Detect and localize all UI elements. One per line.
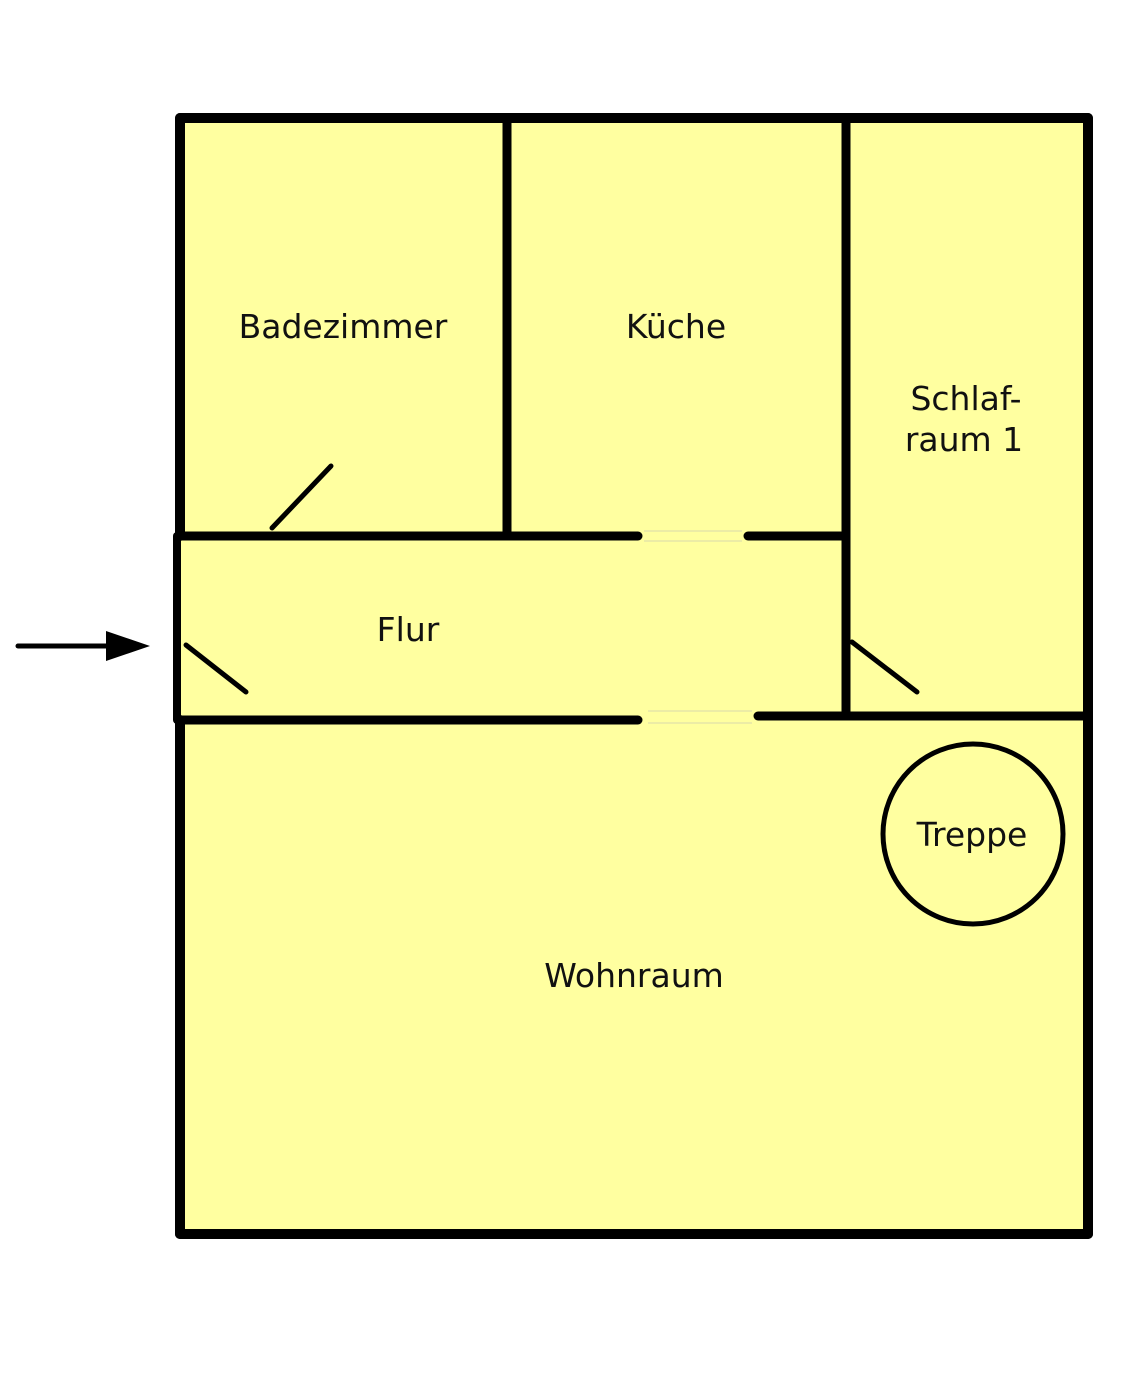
entrance-door: [183, 642, 249, 695]
hallway-label: Flur: [377, 610, 440, 649]
bathroom-door: [269, 463, 334, 531]
interior-walls: [175, 113, 1093, 725]
bedroom-label-line2: raum 1: [905, 420, 1023, 459]
entrance-arrow-icon: [15, 631, 150, 661]
outer-walls: [175, 113, 1093, 1239]
passage-sills: [644, 530, 752, 724]
stairs-label: Treppe: [916, 815, 1028, 854]
living-room-label: Wohnraum: [544, 956, 724, 995]
bathroom-label: Badezimmer: [239, 307, 448, 346]
doors: [183, 463, 920, 695]
stairs-circle: [880, 741, 1066, 927]
bedroom-door: [849, 639, 920, 695]
bedroom-label-line1: Schlaf-: [910, 379, 1021, 418]
floor-area: [180, 118, 1088, 1234]
kitchen-label: Küche: [626, 307, 726, 346]
